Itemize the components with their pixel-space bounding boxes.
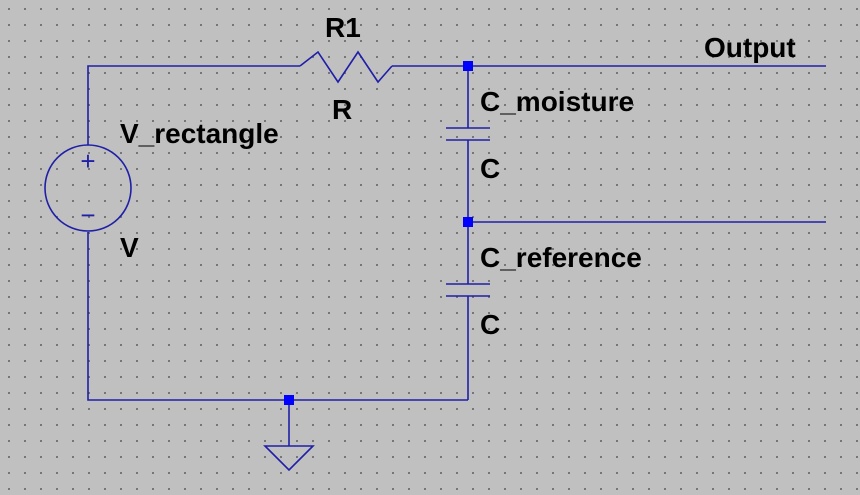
- plus-sign: +: [80, 146, 95, 176]
- junction-middle: [463, 217, 473, 227]
- resistor-value-label[interactable]: R: [332, 94, 353, 125]
- wire-source-top: [87, 65, 300, 145]
- cap-moisture-ref-label[interactable]: C_moisture: [480, 86, 635, 117]
- junction-top: [463, 61, 473, 71]
- junction-ground: [284, 395, 294, 405]
- wire-return: [87, 232, 468, 401]
- cap-reference-ref-label[interactable]: C_reference: [480, 242, 642, 273]
- source-ref-label[interactable]: V_rectangle: [120, 118, 279, 149]
- source-value-label[interactable]: V: [120, 232, 139, 263]
- ground-icon: [263, 445, 315, 472]
- output-net-label[interactable]: Output: [704, 32, 796, 63]
- resistor-ref-label[interactable]: R1: [325, 12, 361, 43]
- cap-moisture-value-label[interactable]: C: [480, 153, 501, 184]
- voltage-source-symbol: [44, 144, 132, 232]
- minus-sign: −: [80, 200, 95, 230]
- resistor-r1-symbol: [299, 50, 393, 84]
- cap-reference-value-label[interactable]: C: [480, 309, 501, 340]
